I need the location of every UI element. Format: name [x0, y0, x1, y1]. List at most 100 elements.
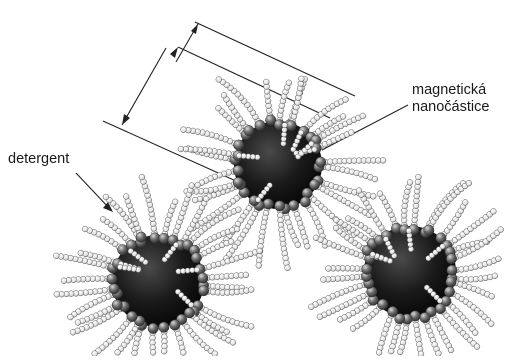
chain-bead: [123, 194, 129, 200]
chain-bead: [312, 147, 317, 152]
detergent-head: [150, 233, 160, 243]
chain-bead: [491, 209, 497, 215]
detergent-head: [244, 125, 254, 135]
dimension-inner-top: [178, 47, 330, 118]
detergent-head: [255, 120, 265, 130]
detergent-head: [127, 311, 137, 321]
chain-bead: [377, 191, 383, 197]
chain-bead: [407, 180, 413, 186]
detergent-head: [159, 322, 169, 332]
chain-bead: [348, 130, 354, 136]
particles-group: [53, 76, 503, 356]
chain-bead: [82, 226, 88, 232]
detergent-head: [109, 284, 119, 294]
chain-bead: [173, 242, 178, 247]
chain-bead: [132, 350, 138, 356]
chain-bead: [437, 298, 442, 303]
chain-bead: [309, 141, 314, 146]
chain-bead: [248, 287, 254, 293]
detergent-head: [446, 277, 456, 287]
detergent-chain: [61, 274, 117, 284]
chain-bead: [92, 351, 98, 356]
chain-bead: [221, 92, 227, 98]
chain-bead: [345, 216, 351, 222]
chain-bead: [350, 326, 356, 332]
chain-bead: [248, 324, 254, 330]
chain-bead: [337, 317, 343, 323]
detergent-head: [170, 320, 180, 330]
chain-bead: [388, 348, 394, 354]
detergent-head: [159, 233, 169, 243]
detergent-head: [198, 286, 208, 296]
chain-bead: [228, 239, 234, 245]
chain-bead: [474, 344, 480, 350]
chain-bead: [343, 97, 349, 103]
chain-bead: [298, 130, 303, 135]
detergent-chain: [148, 323, 158, 355]
detergent-head: [148, 323, 158, 333]
chain-bead: [181, 127, 187, 133]
chain-bead: [372, 176, 378, 182]
chain-bead: [313, 235, 319, 241]
detergent-head: [112, 300, 122, 310]
detergent-chain: [263, 79, 276, 125]
detergent-head: [233, 165, 243, 175]
chain-bead: [128, 248, 133, 253]
chain-bead: [230, 340, 236, 346]
chain-bead: [263, 79, 269, 85]
chain-bead: [75, 320, 81, 326]
detergent-head: [388, 306, 398, 316]
chain-bead: [161, 348, 167, 354]
chain-bead: [370, 252, 375, 257]
detergent-head: [447, 265, 457, 275]
chain-bead: [117, 264, 122, 269]
chain-bead: [100, 217, 106, 223]
detergent-head: [191, 253, 201, 263]
detergent-head: [378, 299, 388, 309]
chain-bead: [448, 347, 454, 353]
chain-bead: [416, 174, 422, 180]
arrowhead: [122, 114, 130, 125]
chain-bead: [180, 350, 186, 356]
chain-bead: [203, 196, 209, 202]
chain-bead: [317, 314, 323, 320]
chain-bead: [321, 277, 327, 283]
right-nanoparticle: [308, 174, 503, 356]
arrowhead: [170, 47, 178, 58]
chain-bead: [440, 244, 445, 249]
chain-bead: [418, 351, 424, 356]
detergent-head: [263, 199, 273, 209]
chain-bead: [340, 114, 346, 120]
chain-bead: [194, 267, 199, 272]
chain-bead: [326, 266, 332, 272]
arrowhead: [191, 24, 198, 34]
magnetic-label-line1: magnetická: [412, 82, 489, 99]
chain-bead: [498, 227, 504, 233]
chain-bead: [308, 304, 314, 310]
chain-bead: [436, 351, 442, 356]
detergent-head: [362, 264, 372, 274]
chain-bead: [234, 226, 240, 232]
magnetic-label-line2: nanočástice: [412, 99, 489, 116]
chain-bead: [285, 265, 291, 271]
chain-bead: [243, 272, 249, 278]
chain-bead: [224, 329, 230, 335]
chain-bead: [192, 197, 198, 203]
detergent-chain: [326, 264, 372, 274]
chain-bead: [462, 200, 468, 206]
chain-bead: [61, 278, 67, 284]
chain-bead: [333, 217, 339, 223]
detergent-head: [435, 303, 445, 313]
chain-bead: [472, 330, 478, 336]
chain-bead: [103, 194, 109, 200]
chain-bead: [286, 80, 292, 86]
detergent-pointer-line: [76, 173, 110, 209]
dimension-outer-top: [195, 22, 355, 96]
chain-bead: [172, 199, 178, 205]
chain-bead: [383, 237, 388, 242]
chain-bead: [70, 329, 76, 335]
chain-bead: [256, 263, 262, 269]
magnetic-nanoparticle-label: magnetická nanočástice: [412, 82, 489, 116]
chain-bead: [370, 193, 376, 199]
chain-bead: [489, 293, 495, 299]
